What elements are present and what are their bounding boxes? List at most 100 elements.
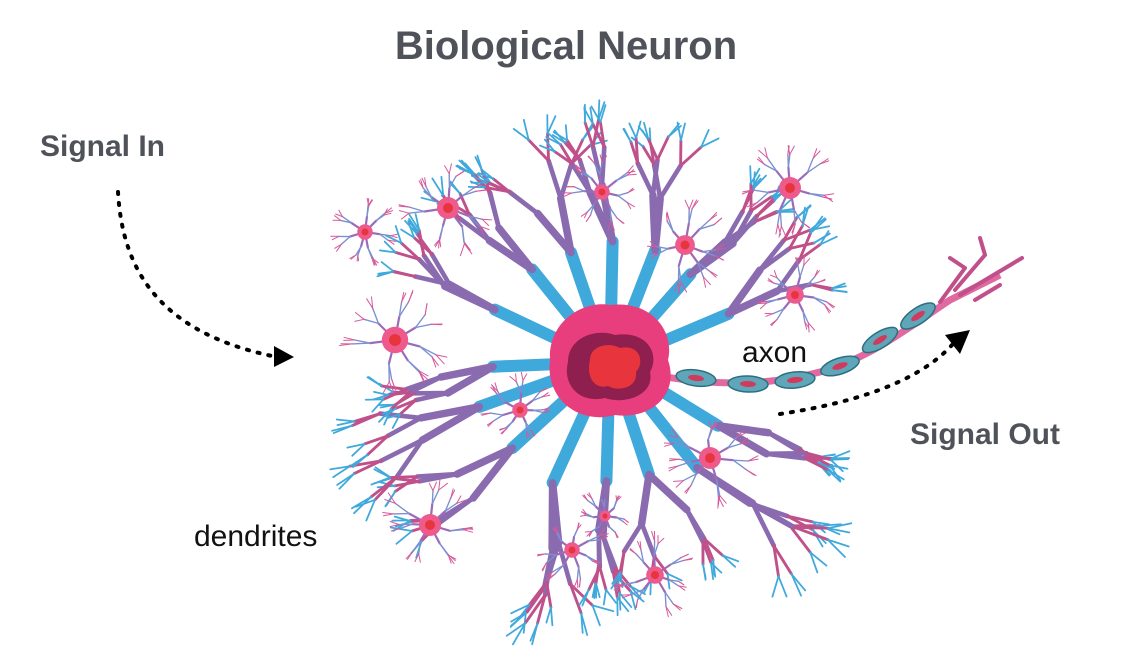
dendrite-segment xyxy=(420,179,424,189)
dendrite-segment xyxy=(776,308,785,321)
dendrite-segment xyxy=(334,243,342,249)
dendrite-segment xyxy=(586,188,617,246)
dendrite-segment xyxy=(664,443,675,447)
dendrite-segment xyxy=(772,544,793,576)
dendrite-segment xyxy=(481,218,493,221)
satellite-cell xyxy=(561,154,637,231)
dendrite-segment xyxy=(715,247,726,251)
dendrite-segment xyxy=(368,199,374,207)
satellite-cell xyxy=(663,420,759,509)
dendrite-segment xyxy=(389,526,413,532)
dendrite-segment xyxy=(808,225,831,232)
dendrite-segment xyxy=(807,322,810,333)
signal-in-arrowhead xyxy=(274,346,294,367)
dendrite-segment xyxy=(626,170,636,174)
dendrite-segment xyxy=(588,530,593,537)
dendrite-segment xyxy=(702,537,715,562)
dendrite-segment xyxy=(742,189,754,193)
dendrite-segment xyxy=(366,376,383,387)
dendrite-segment xyxy=(724,266,764,318)
dendrite-segment xyxy=(618,549,626,574)
dendrite-segment xyxy=(512,622,527,646)
dendrite-segment xyxy=(463,243,473,255)
dendrite-segment xyxy=(708,270,718,277)
dendrite-segment xyxy=(603,498,606,507)
dendrite-segment xyxy=(481,169,492,185)
dendrite-segment xyxy=(721,554,740,563)
dendrite-segment xyxy=(495,392,505,403)
dendrite-segment xyxy=(809,218,827,234)
dendrite-segment xyxy=(532,409,544,411)
dendrite-segment xyxy=(553,526,559,533)
dendrite-segment xyxy=(682,473,698,482)
dendrite-segment xyxy=(801,221,810,229)
dendrite-segment xyxy=(524,587,546,615)
dendrite-segment xyxy=(635,160,656,198)
dendrite-segment xyxy=(668,579,680,587)
dendrite-segment xyxy=(371,257,375,266)
satellite-cell-nucleus xyxy=(680,240,690,250)
dendrite-segment xyxy=(378,249,397,254)
dendrite-segment xyxy=(714,421,771,458)
dendrite-segment xyxy=(626,201,632,210)
dendrite-segment xyxy=(365,498,376,522)
dendrite-segment xyxy=(404,220,418,235)
dendrite-segment xyxy=(750,500,797,530)
dendrite-segment xyxy=(629,585,646,595)
dendrite-segment xyxy=(366,434,390,457)
dendrite-segment xyxy=(479,225,490,231)
dendrite-segment xyxy=(582,495,589,501)
dendrite-segment xyxy=(649,191,659,255)
dendrite-segment xyxy=(408,213,421,231)
dendrite-segment xyxy=(575,164,583,172)
dendrite-segment xyxy=(406,551,414,560)
dendrite-segment xyxy=(386,390,412,397)
dendrite-segment xyxy=(599,527,606,537)
dendrite-segment xyxy=(528,580,549,607)
dendrite-segment xyxy=(793,209,796,225)
satellite-cell-nucleus xyxy=(651,571,659,579)
satellite-cell xyxy=(757,256,836,333)
satellite-cell-nucleus xyxy=(361,228,369,236)
dendrite-segment xyxy=(332,465,351,478)
satellite-cell xyxy=(339,289,448,394)
dendrite-segment xyxy=(506,189,540,216)
dendrite-segment xyxy=(688,199,694,210)
dendrite-segment xyxy=(618,591,622,611)
dendrite-segment xyxy=(401,292,407,303)
dendrite-segment xyxy=(772,308,785,315)
dendrite-segment xyxy=(472,184,481,189)
dendrite-segment xyxy=(803,456,830,472)
dendrite-segment xyxy=(520,371,524,381)
dendrite-segment xyxy=(678,585,686,591)
dendrite-segment xyxy=(758,156,765,165)
dendrite-segment xyxy=(819,158,829,165)
signal-in-label: Signal In xyxy=(40,130,166,163)
axon-terminal xyxy=(938,236,1024,304)
dendrite-segment xyxy=(680,553,689,559)
dendrite-segment xyxy=(394,502,410,515)
satellite-cell-nucleus xyxy=(425,520,435,530)
dendrite-segment xyxy=(614,531,618,539)
dendrite-segment xyxy=(545,571,553,577)
dendrite-segment xyxy=(637,540,642,551)
dendrite-segment xyxy=(545,580,553,609)
dendrite-segment xyxy=(407,374,444,395)
dendrite-segment xyxy=(371,257,379,264)
dendrite-segment xyxy=(371,296,374,309)
dendrite-segment xyxy=(531,622,539,646)
dendrite-segment xyxy=(379,233,392,237)
dendrite-segment xyxy=(666,572,683,582)
dendrite-segment xyxy=(790,573,802,597)
dendrite-segment xyxy=(772,544,780,578)
dendrite-segment xyxy=(505,420,514,430)
dendrite-segment xyxy=(812,150,821,159)
satellite-cell xyxy=(741,145,835,238)
dendrite-segment xyxy=(386,413,401,419)
dendrite-segment xyxy=(667,122,680,138)
dendrite-segment xyxy=(656,135,670,162)
dendrite-segment xyxy=(830,282,846,290)
dendrite-segment xyxy=(646,137,659,162)
dendrite-segment xyxy=(354,312,365,320)
dendrite-segment xyxy=(366,298,374,309)
